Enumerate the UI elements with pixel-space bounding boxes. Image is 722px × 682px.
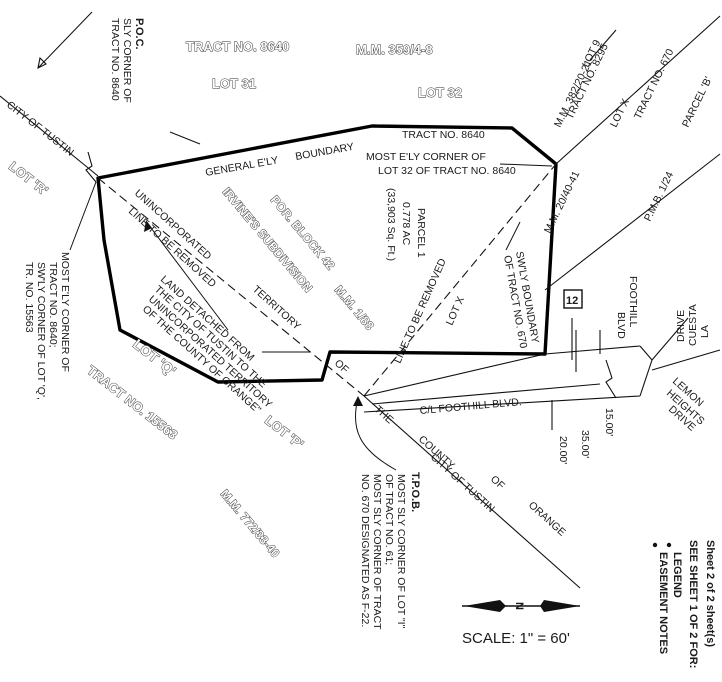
parcel-b-line (544, 153, 721, 291)
city-tustin-top-label: CITY OF TUSTIN (4, 99, 76, 159)
see-item-notes: EASEMENT NOTES (657, 552, 669, 654)
bullet-icon (666, 542, 672, 548)
poc-line2: TRACT NO. 8640 (109, 18, 121, 101)
tpob-title: T.P.O.B. (409, 472, 421, 512)
county-boundary-lower (363, 395, 581, 589)
land-detached-arrow (144, 220, 152, 232)
foothill-south-edge (363, 395, 641, 413)
la-cuesta-3: DRIVE (675, 310, 687, 342)
mm-772-label: M.M. 772/33-40 (218, 487, 283, 561)
parcel-area-ac: 0.778 AC (400, 202, 412, 246)
foothill-blvd-2: BLVD (615, 312, 627, 339)
of-word: OF (332, 357, 351, 376)
linework (0, 11, 721, 589)
lot-x-top-label: LOT X (608, 97, 632, 129)
mm-359-label: M.M. 359/4-8 (356, 42, 433, 57)
lot-x-mid-label: LOT X (444, 295, 467, 327)
tpob-4: NO. 670 DESIGNATED AS F-22. (359, 474, 371, 627)
city-tustin-bottom-label: CITY OF TUSTIN (428, 451, 497, 515)
la-cuesta-2: CUESTA (687, 304, 699, 346)
parcel-area-sf: (33,903 Sq. Ft.) (385, 188, 397, 261)
lemon-heights-line-2 (651, 349, 721, 371)
north-arrow-tail-icon (464, 600, 506, 612)
bullet-icon (652, 542, 658, 548)
the-county-3: OF (488, 473, 507, 492)
land-detached-3: UNINCORPORATED TERRITORY (146, 293, 274, 410)
parcel-boundary (96, 124, 558, 384)
tract-8640-label: TRACT NO. 8640 (186, 39, 289, 54)
tpob-3: MOST SLY CORNER OF TRACT (371, 474, 383, 630)
ely-corner-3: SW'LY CORNER OF LOT 'Q', (35, 262, 47, 400)
foothill-break (605, 359, 617, 399)
tract-670-line (555, 15, 721, 165)
see-sheet-label: SEE SHEET 1 OF 2 FOR: (687, 540, 699, 668)
line-removed-2: LINE TO BE REMOVED (392, 256, 449, 365)
foothill-blvd-east (639, 345, 653, 397)
north-arrow-label: N (513, 602, 525, 610)
road-marker-label: 12 (566, 295, 578, 307)
lot-31-label: LOT 31 (212, 76, 256, 91)
city-boundary-upper-line (0, 95, 99, 177)
dim-35-label: 35.00' (579, 430, 591, 458)
foothill-label: C/L FOOTHILL BLVD. (419, 396, 522, 417)
tpob-leader (354, 397, 397, 471)
tpob-1: MOST SLY CORNER OF LOT "I" (395, 474, 407, 629)
poc-leader (37, 11, 93, 69)
ely-corner-4: TR. NO. 15563 (23, 262, 35, 333)
tract-8295-line (589, 29, 617, 61)
land-detached-leader (147, 223, 229, 331)
sheet-label: Sheet 2 of 2 sheet(s) (704, 540, 716, 647)
lemon-heights-line (651, 317, 689, 361)
swly-leader (505, 221, 521, 251)
poc-leader-arrow (37, 56, 47, 69)
poc-line1: SLY CORNER OF (121, 18, 133, 103)
general-ely-2: BOUNDARY (294, 141, 355, 163)
uninc-2: TERRITORY (250, 283, 303, 332)
most-ely-2: LOT 32 OF TRACT NO. 8640 (378, 165, 516, 177)
ely-corner-leader (69, 181, 97, 251)
parcel-title: PARCEL 1 (415, 208, 427, 258)
mm-20-label: M.M. 20/40-41 (542, 169, 583, 235)
poc-title: P.O.C. (133, 18, 145, 50)
general-ely-1: GENERAL E'LY (204, 154, 279, 179)
dim-20-label: 20.00' (557, 436, 569, 464)
mm-1-88-label: M.M. 1/88 (332, 283, 377, 333)
tract-670-label: TRACT NO. 670 (632, 47, 677, 121)
lot-32-label: LOT 32 (418, 85, 462, 100)
la-cuesta-1: LA (699, 325, 711, 338)
tpob-2: OF TRACT NO. 61; (383, 474, 395, 565)
foothill-centerline (371, 383, 601, 405)
line-to-be-removed (97, 177, 365, 397)
most-ely-leader (499, 163, 553, 167)
scale-label: SCALE: 1" = 60' (462, 630, 570, 647)
most-ely-1: MOST E'LY CORNER OF (366, 151, 486, 163)
north-arrow-head-icon (540, 600, 580, 612)
parcel-b-label: PARCEL 'B' (680, 75, 715, 129)
pmb-label: P.M.B. 1/24 (642, 170, 676, 223)
general-ely-leader (169, 131, 201, 145)
the-county-4: ORANGE (526, 499, 568, 538)
tpob-leader-arrow (353, 396, 363, 406)
lot-r-label: LOT 'R' (6, 159, 51, 199)
ely-corner-2: TRACT NO. 8640; (47, 262, 59, 348)
dim-15-label: 15.00' (603, 408, 615, 436)
road-marker-box (563, 289, 583, 309)
general-ely-3: TRACT NO. 8640 (402, 129, 485, 141)
see-item-legend: LEGEND (671, 552, 683, 598)
city-boundary-break (85, 151, 97, 183)
lot-x-line-removed (363, 163, 557, 397)
lot-p-label: LOT 'P' (262, 413, 306, 452)
ely-corner-1: MOST E'LY CORNER OF (59, 252, 71, 372)
north-arrow: N (462, 600, 580, 612)
foothill-north-edge (363, 345, 641, 397)
foothill-blvd-1: FOOTHILL (627, 276, 639, 328)
